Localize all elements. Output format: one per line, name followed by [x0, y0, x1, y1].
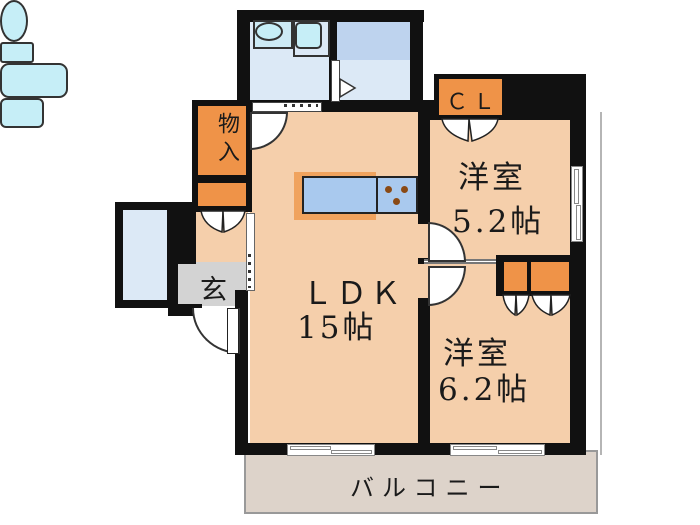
doorway-gap	[418, 264, 430, 298]
closet-62-a	[504, 262, 527, 291]
closet-cl	[439, 79, 502, 115]
sliding-window-icon	[287, 444, 375, 456]
toilet-icon	[0, 0, 28, 42]
bifold-door-icon	[531, 294, 571, 317]
storage-label: 物入	[214, 112, 239, 168]
sliding-window-icon	[450, 444, 545, 456]
entrance-door-leaf	[227, 308, 239, 354]
sliding-door-dashes	[284, 104, 318, 107]
toilet-room-floor	[123, 210, 167, 300]
wall	[410, 10, 423, 112]
western-5-2-size-label: 5.2帖	[452, 204, 545, 240]
sliding-door	[252, 102, 322, 112]
ldk-name-label: ＬＤＫ	[302, 276, 404, 312]
bifold-door-icon	[200, 210, 246, 234]
sliding-door-dashes	[248, 254, 251, 288]
bathtub-zone	[337, 22, 410, 60]
shoe-closet	[198, 183, 246, 206]
kitchen-counter	[302, 176, 418, 214]
window-icon	[571, 166, 583, 242]
outline-line	[600, 112, 602, 455]
ldk-size-label: 15帖	[297, 310, 377, 346]
balcony-label: バルコニー	[350, 474, 510, 502]
burner-icon	[393, 198, 400, 205]
washing-machine-icon	[293, 20, 330, 57]
sliding-door	[246, 213, 255, 291]
kitchen-sink-icon	[0, 98, 44, 128]
bifold-door-icon	[441, 118, 499, 142]
storage-closet	[198, 106, 246, 175]
wall	[237, 10, 250, 112]
burner-icon	[385, 186, 392, 193]
western-6-2-size-label: 6.2帖	[438, 372, 531, 408]
doorway-gap	[418, 224, 430, 258]
toilet-tank-icon	[0, 42, 34, 63]
entrance-label: 玄	[200, 275, 227, 306]
wall	[237, 10, 424, 22]
bathtub-icon	[0, 63, 68, 98]
western-5-2-name-label: 洋室	[458, 160, 526, 196]
western-6-2-name-label: 洋室	[443, 336, 511, 372]
door-direction-icon	[339, 78, 357, 98]
closet-cl-label: ＣＬ	[446, 90, 501, 115]
washbasin-icon	[253, 20, 293, 49]
burner-icon	[401, 186, 408, 193]
room-ldk	[250, 112, 418, 443]
bifold-door-icon	[502, 294, 530, 317]
closet-62-b	[531, 262, 569, 291]
